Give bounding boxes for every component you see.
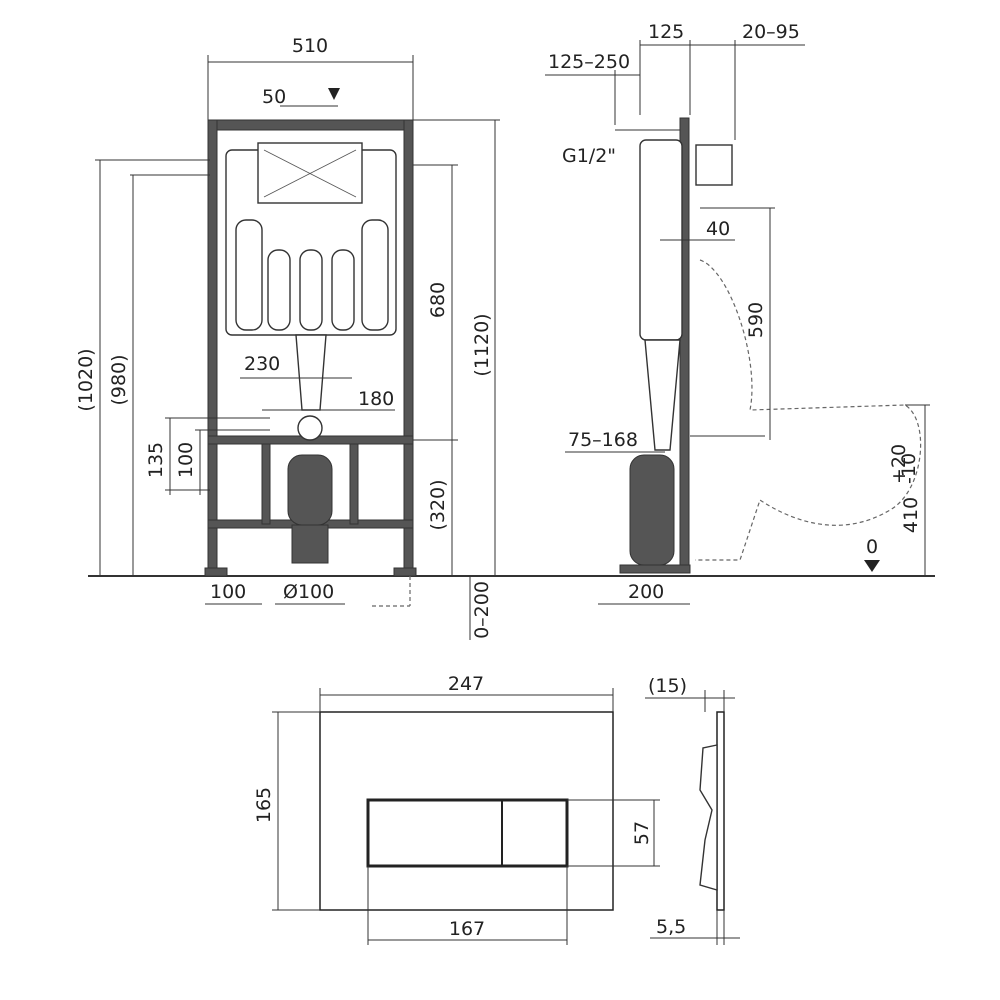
dim-drain: Ø100 xyxy=(283,581,334,603)
dim-980: (980) xyxy=(108,354,130,405)
side-drain xyxy=(629,454,675,566)
flush-buttons xyxy=(366,798,569,868)
dim-adjust: 0–200 xyxy=(471,581,493,639)
flush-opening xyxy=(257,142,363,204)
plate-side-profile xyxy=(716,711,725,911)
dim-foot-100: 100 xyxy=(210,581,246,603)
dim-135: 135 xyxy=(145,442,167,478)
tol-plus: +20 xyxy=(888,444,910,484)
dim-75-168: 75–168 xyxy=(568,429,638,451)
drain-elbow xyxy=(287,454,333,526)
dim-180: 180 xyxy=(358,388,394,410)
dim-247: 247 xyxy=(448,673,484,695)
dim-230: 230 xyxy=(244,353,280,375)
dim-50: 50 xyxy=(262,86,286,108)
dim-57: 57 xyxy=(631,821,653,845)
dim-20-95: 20–95 xyxy=(742,21,800,43)
flush-plate xyxy=(319,711,614,911)
dim-40: 40 xyxy=(706,218,730,240)
dim-200: 200 xyxy=(628,581,664,603)
right-post xyxy=(403,119,414,571)
dim-5-5: 5,5 xyxy=(656,916,686,938)
dim-410: 410 xyxy=(900,497,922,533)
dim-590: 590 xyxy=(745,302,767,338)
inlet-label: G1/2" xyxy=(562,145,616,167)
dim-100: 100 xyxy=(175,442,197,478)
dim-15: (15) xyxy=(648,675,687,697)
tol-minus: -10 xyxy=(898,453,920,484)
top-rail xyxy=(207,119,414,131)
dim-1020: (1020) xyxy=(75,348,97,411)
side-view: 125 20–95 125–250 G1/2" 40 590 75–168 20… xyxy=(545,21,930,605)
dim-167: 167 xyxy=(449,918,485,940)
dim-320: (320) xyxy=(427,479,449,530)
dim-165: 165 xyxy=(253,787,275,823)
front-view: 510 50 (1020) (980) 680 (320) (1120) 230… xyxy=(75,35,500,640)
left-post xyxy=(207,119,218,571)
floor-level-label: 0 xyxy=(866,536,878,558)
dim-125-250: 125–250 xyxy=(548,51,630,73)
flush-plate-view: 247 165 57 167 (15) 5,5 xyxy=(253,673,740,945)
dim-1120: (1120) xyxy=(471,313,493,376)
dim-510: 510 xyxy=(292,35,328,57)
dim-680: 680 xyxy=(427,282,449,318)
dim-125: 125 xyxy=(648,21,684,43)
